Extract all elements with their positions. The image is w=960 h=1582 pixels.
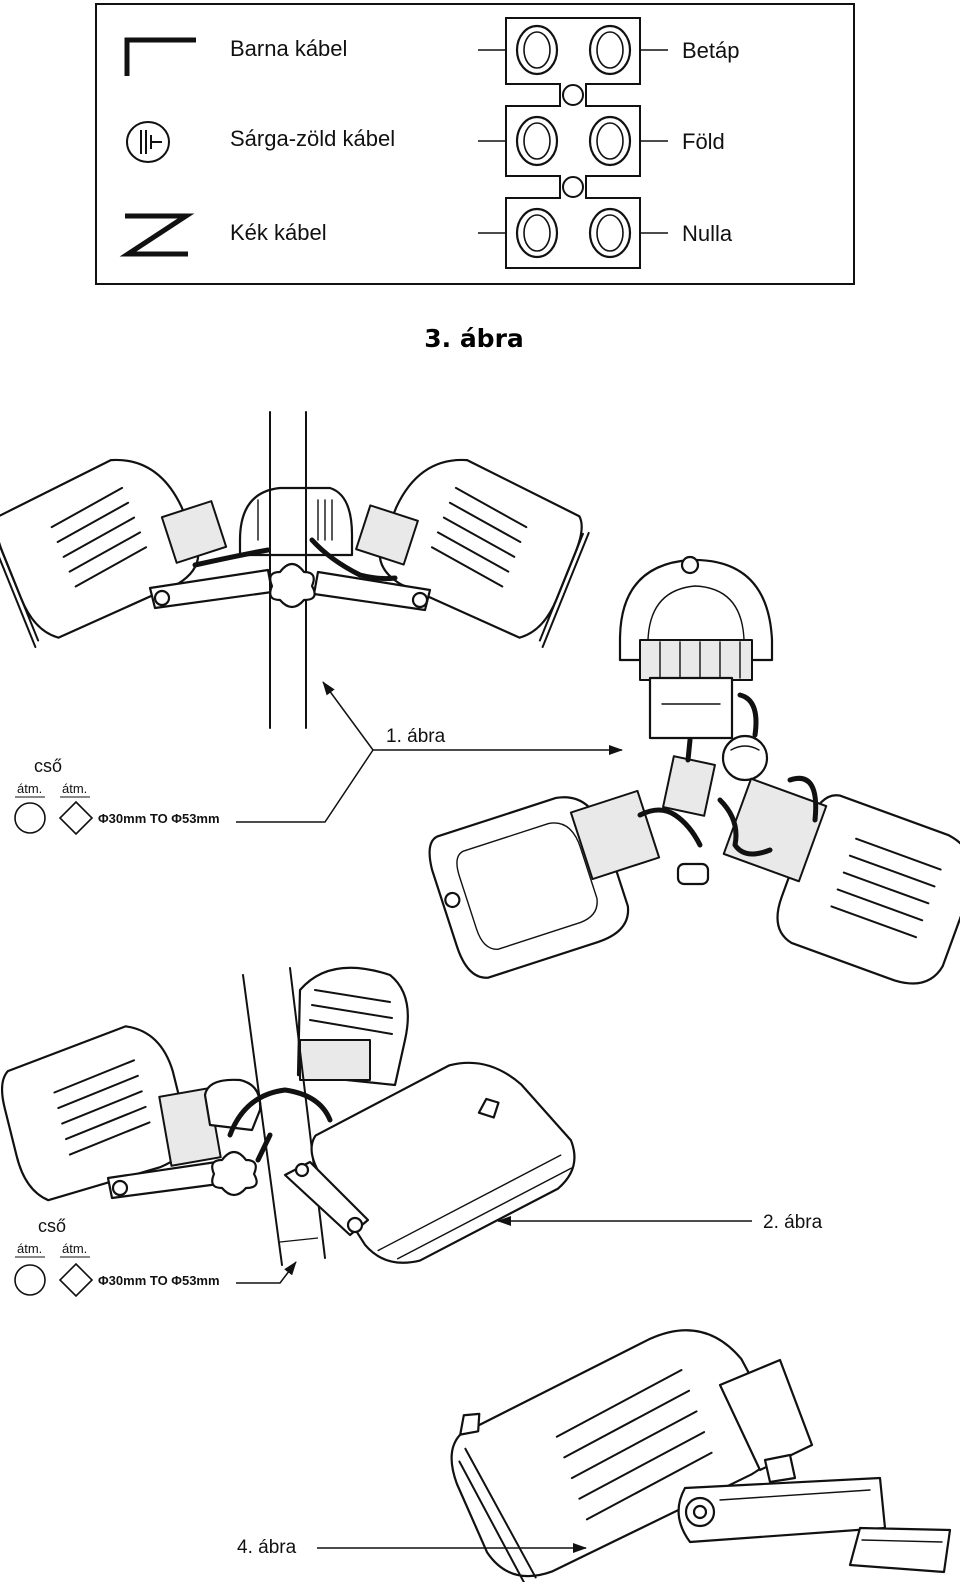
legend-frame (95, 3, 855, 285)
blue-wire-symbol (119, 213, 195, 257)
figure-2-callout: 2. ábra (236, 1212, 823, 1284)
legend-label-brown: Barna kábel (230, 36, 347, 61)
pipe-spec-1: cső átm. átm. Φ30mm TO Φ53mm (14, 756, 220, 836)
legend-label-blue: Kék kábel (230, 220, 327, 245)
figure-4-callout: 4. ábra (237, 1537, 587, 1558)
figure-4-tilted-head (450, 1329, 952, 1582)
figure-4-label: 4. ábra (237, 1537, 297, 1558)
round-pipe-label-2: átm. (17, 1241, 42, 1256)
terminal-screws-row-2 (515, 115, 632, 167)
figure-1-underside (428, 555, 960, 985)
wiring-legend: Barna kábel Sárga-zöld kábel Kék kábel (95, 3, 855, 285)
round-pipe-icon (14, 1264, 46, 1296)
figure-2-label: 2. ábra (763, 1212, 823, 1233)
square-pipe-icon (58, 800, 94, 836)
pipe-title-1: cső (34, 756, 62, 776)
square-pipe-label-1: átm. (62, 781, 87, 796)
terminal-label-live: Betáp (682, 38, 740, 63)
figure-1-label: 1. ábra (386, 726, 446, 747)
terminal-label-earth: Föld (682, 129, 725, 154)
figure-title: 3. ábra (424, 324, 524, 353)
terminal-screws-row-3 (515, 207, 632, 259)
brown-wire-symbol (124, 37, 196, 76)
square-pipe-icon (58, 1262, 94, 1298)
terminal-label-neutral: Nulla (682, 221, 733, 246)
terminal-screws-row-1 (515, 24, 632, 76)
square-pipe-label-2: átm. (62, 1241, 87, 1256)
earth-symbol (126, 121, 170, 163)
terminal-block (478, 17, 668, 269)
pipe-range-1: Φ30mm TO Φ53mm (98, 811, 220, 826)
pipe-spec-2: cső átm. átm. Φ30mm TO Φ53mm (14, 1216, 220, 1298)
pipe-title-2: cső (38, 1216, 66, 1236)
round-pipe-icon (14, 802, 46, 834)
pipe-range-2: Φ30mm TO Φ53mm (98, 1273, 220, 1288)
figure-1-callout: 1. ábra (236, 681, 623, 823)
legend-label-earth: Sárga-zöld kábel (230, 126, 395, 151)
figure-1-pole-mount (0, 411, 590, 729)
round-pipe-label-1: átm. (17, 781, 42, 796)
figure-2-side-mount (0, 966, 576, 1266)
